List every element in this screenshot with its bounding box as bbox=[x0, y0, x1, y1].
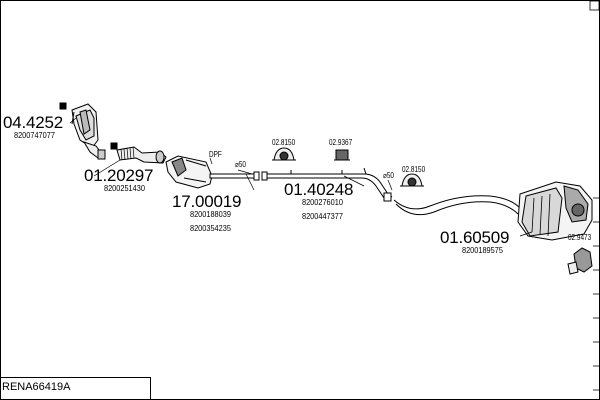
oem-number-middle-pipe-1: 8200276010 bbox=[302, 198, 343, 207]
middle-pipe-drawing bbox=[261, 167, 393, 202]
rear-silencer-drawing bbox=[393, 181, 593, 241]
oem-number-front-pipe: 8200747077 bbox=[14, 131, 55, 140]
accessory-number-mount-1: 02.8150 bbox=[272, 138, 296, 147]
bracket-icon bbox=[567, 247, 593, 275]
right-edge-ticks bbox=[593, 197, 599, 391]
accessory-number-mount-3: 02.8150 bbox=[402, 165, 426, 174]
diameter-label-1: ⌀50 bbox=[235, 160, 246, 169]
diagram-reference: RENA66419A bbox=[2, 381, 71, 393]
leader-lines bbox=[69, 117, 533, 237]
oem-number-middle-pipe-2: 8200447377 bbox=[302, 212, 343, 221]
oem-number-dpf-1: 8200188039 bbox=[190, 210, 231, 219]
oem-number-rear-silencer: 8200189575 bbox=[462, 246, 503, 255]
front-pipe-catalyst-drawing bbox=[59, 102, 106, 160]
rubber-mount-3-icon bbox=[400, 173, 424, 187]
accessory-number-bracket: 02.9473 bbox=[568, 233, 592, 242]
dpf-label: DPF bbox=[209, 150, 222, 159]
oem-number-flex-pipe: 8200251430 bbox=[104, 184, 145, 193]
diameter-label-2: ⌀50 bbox=[383, 171, 394, 180]
accessory-number-mount-2: 02.9367 bbox=[329, 138, 353, 147]
part-number-middle-pipe: 01.40248 bbox=[284, 180, 354, 199]
dpf-drawing bbox=[165, 155, 260, 189]
part-number-front-pipe: 04.4252 bbox=[3, 113, 64, 132]
part-number-flex-pipe: 01.20297 bbox=[84, 166, 154, 185]
rubber-mount-1-icon bbox=[272, 147, 296, 161]
part-number-dpf: 17.00019 bbox=[172, 192, 242, 211]
rubber-mount-2-icon bbox=[334, 149, 350, 161]
part-number-rear-silencer: 01.60509 bbox=[440, 228, 510, 247]
flex-pipe-drawing bbox=[110, 142, 167, 164]
oem-number-dpf-2: 8200354235 bbox=[190, 224, 231, 233]
corner-mark bbox=[589, 0, 600, 11]
